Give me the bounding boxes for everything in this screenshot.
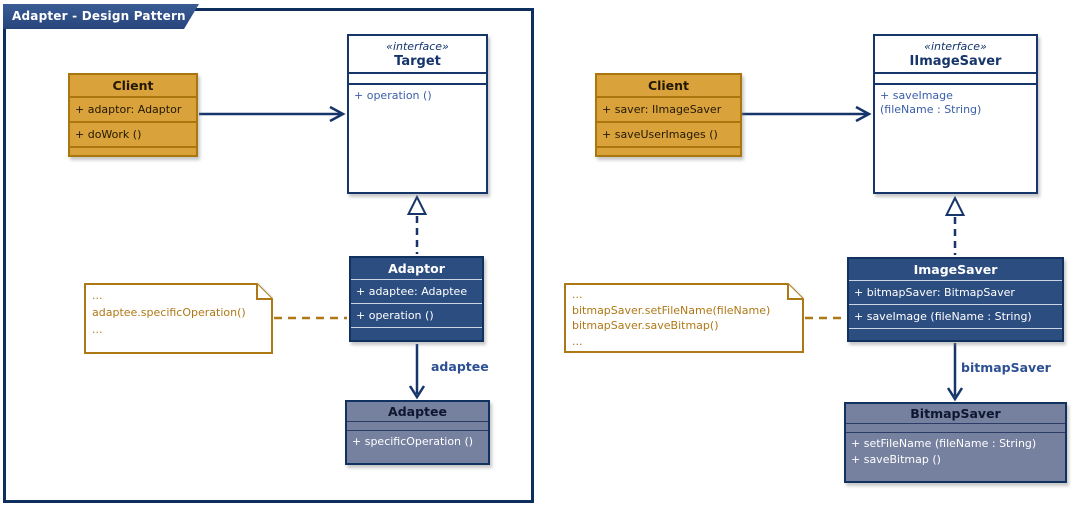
- class-operation: + setFileName (fileName : String): [851, 437, 1037, 450]
- pattern-frame: [3, 8, 534, 503]
- compartment-divider: [347, 421, 488, 422]
- note-line: bitmapSaver.saveBitmap(): [572, 319, 719, 332]
- class-filler: [597, 146, 740, 155]
- class-operation: + doWork (): [70, 121, 196, 146]
- class-bitmapsaver: BitmapSaver + setFileName (fileName : St…: [844, 402, 1067, 483]
- note-line: ...: [92, 323, 103, 336]
- interface-target: «interface» Target + operation (): [347, 34, 488, 194]
- empty-attributes-compartment: [349, 74, 486, 83]
- class-operation: + saveBitmap (): [851, 453, 941, 466]
- class-client-left: Client + adaptor: Adaptor + doWork (): [68, 73, 198, 157]
- note-line: adaptee.specificOperation(): [92, 306, 246, 319]
- frame-title-tab: Adapter - Design Pattern: [3, 4, 199, 29]
- interface-operation: + operation (): [354, 89, 432, 102]
- class-title: Client: [647, 78, 690, 93]
- realization-arrow-imagesaver-iimagesaver: [944, 195, 966, 255]
- frame-title: Adapter - Design Pattern: [12, 9, 186, 23]
- class-filler: [351, 327, 482, 340]
- empty-attributes-compartment: [347, 422, 488, 430]
- association-arrow-imagesaver-bitmapsaver: [946, 343, 964, 402]
- note-imagesaver-body: ... bitmapSaver.setFileName(fileName) bi…: [564, 283, 804, 353]
- note-shape: [564, 283, 804, 353]
- compartment-divider: [349, 72, 486, 74]
- association-label-adaptee: adaptee: [431, 359, 489, 374]
- class-operation: + operation (): [351, 303, 482, 327]
- stereotype-label: «interface»: [386, 40, 449, 53]
- class-client-right: Client + saver: IImageSaver + saveUserIm…: [595, 73, 742, 157]
- association-label-bitmapsaver: bitmapSaver: [961, 360, 1051, 375]
- class-title: Adaptee: [388, 404, 447, 419]
- note-shape: [84, 283, 273, 354]
- association-arrow-client-iimagesaver: [742, 105, 872, 123]
- class-title: Adaptor: [388, 261, 445, 276]
- class-operation: + specificOperation (): [352, 435, 474, 448]
- class-operation: + saveUserImages (): [597, 121, 740, 146]
- interface-operation: + saveImage: [880, 89, 953, 102]
- note-text: ... adaptee.specificOperation() ...: [84, 283, 273, 338]
- interface-title: IImageSaver: [909, 54, 1002, 69]
- class-title: BitmapSaver: [910, 406, 1001, 421]
- class-filler: [70, 146, 196, 155]
- class-imagesaver: ImageSaver + bitmapSaver: BitmapSaver + …: [847, 257, 1064, 342]
- interface-operation-param: (fileName : String): [880, 103, 982, 116]
- class-filler: [875, 121, 1036, 192]
- interface-iimagesaver: «interface» IImageSaver + saveImage (fil…: [873, 34, 1038, 194]
- compartment-divider: [875, 83, 1036, 85]
- empty-attributes-compartment: [846, 424, 1065, 432]
- class-filler: [849, 328, 1062, 340]
- empty-attributes-compartment: [875, 74, 1036, 83]
- compartment-divider: [875, 72, 1036, 74]
- class-attribute: + adaptor: Adaptor: [70, 96, 196, 121]
- stereotype-label: «interface»: [924, 40, 987, 53]
- class-title: Client: [112, 78, 154, 93]
- compartment-divider: [846, 432, 1065, 433]
- compartment-divider: [846, 423, 1065, 424]
- note-line: ...: [92, 289, 103, 302]
- class-attribute: + adaptee: Adaptee: [351, 279, 482, 303]
- note-line: ...: [572, 288, 583, 301]
- compartment-divider: [347, 430, 488, 431]
- class-attribute: + bitmapSaver: BitmapSaver: [849, 280, 1062, 304]
- class-filler: [349, 107, 486, 192]
- compartment-divider: [349, 83, 486, 85]
- note-line: bitmapSaver.setFileName(fileName): [572, 303, 771, 317]
- note-line: ...: [572, 334, 583, 348]
- class-adaptee: Adaptee + specificOperation (): [345, 400, 490, 465]
- interface-title: Target: [394, 54, 441, 69]
- note-text: ... bitmapSaver.setFileName(fileName) bi…: [564, 283, 804, 349]
- note-adaptor-body: ... adaptee.specificOperation() ...: [84, 283, 273, 354]
- class-attribute: + saver: IImageSaver: [597, 96, 740, 121]
- class-operation: + saveImage (fileName : String): [849, 304, 1062, 328]
- class-adaptor: Adaptor + adaptee: Adaptee + operation (…: [349, 256, 484, 342]
- class-title: ImageSaver: [913, 262, 998, 277]
